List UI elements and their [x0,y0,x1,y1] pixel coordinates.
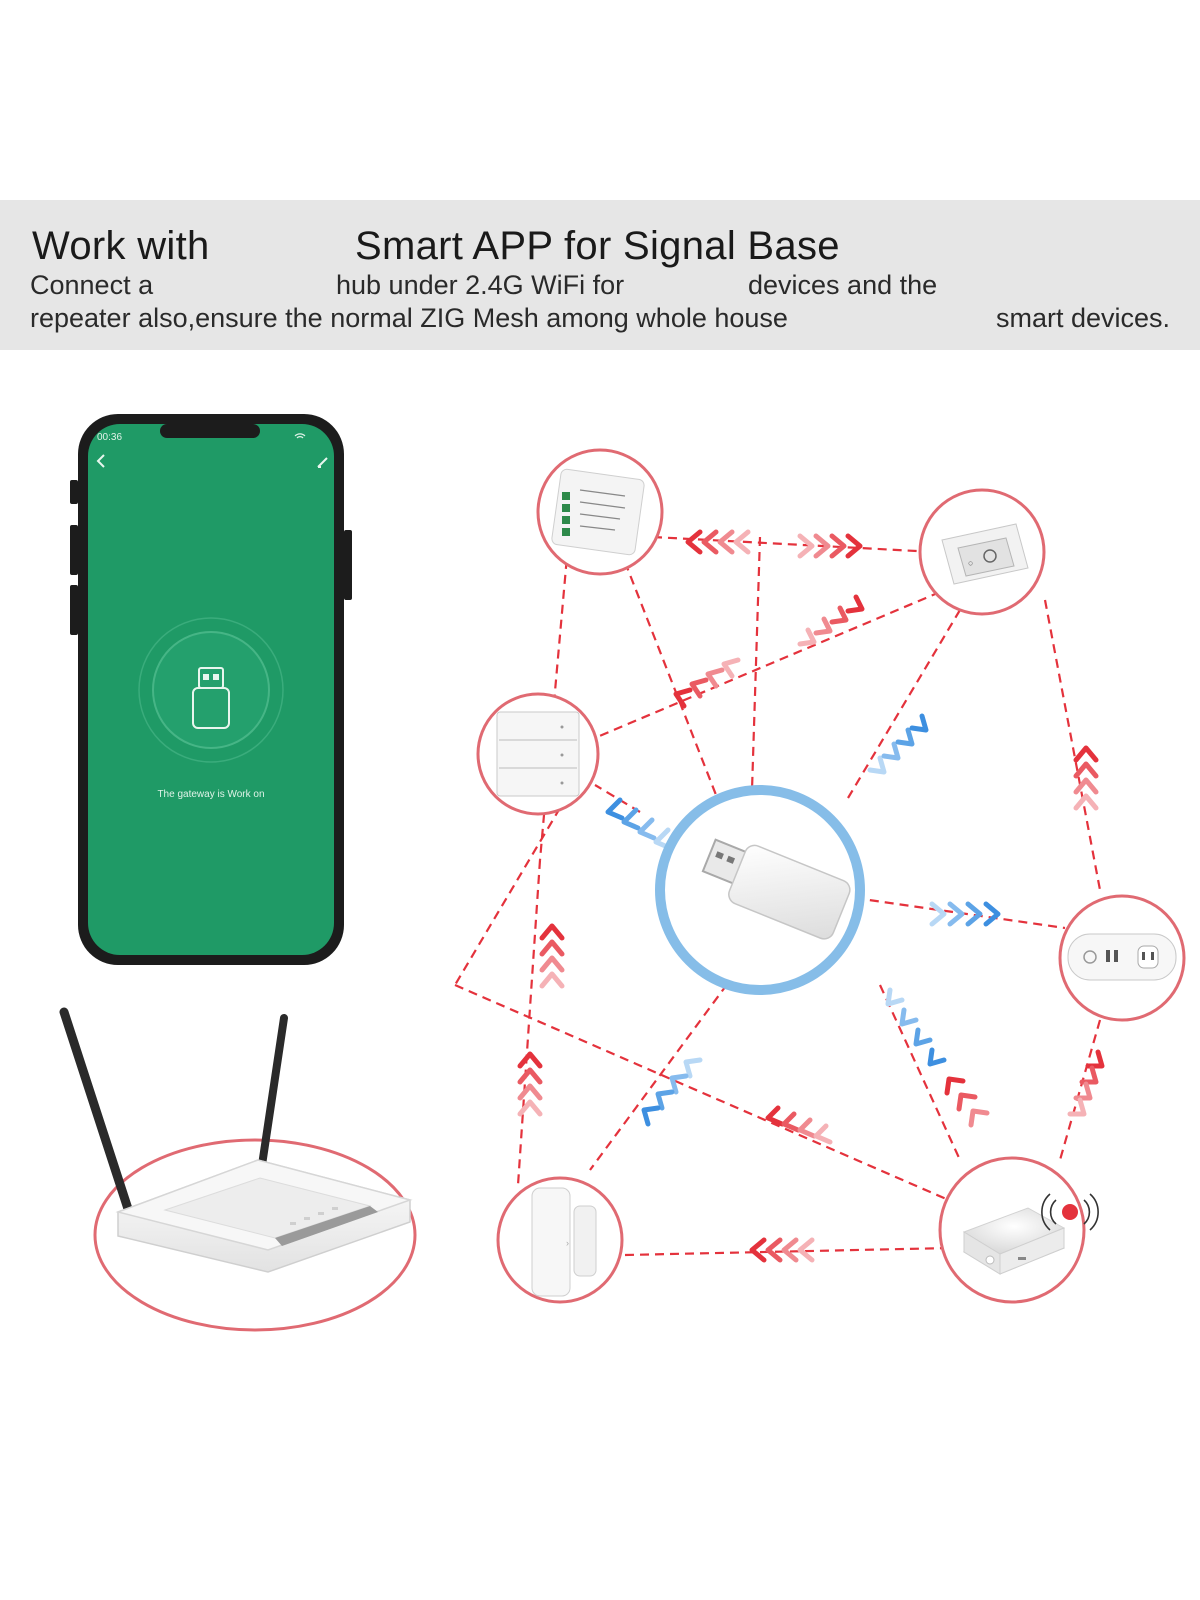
info-banner [0,200,1200,350]
signal-waves-icon [1041,1193,1099,1231]
arrow-blue-left [605,797,673,851]
banner-title-part2: Smart APP for Signal Base [355,224,840,268]
smart-plug-device [1058,894,1186,1022]
door-sensor-device: › [496,1176,624,1304]
arrow-vertical-right-upper [1073,745,1099,811]
banner-title-part1: Work with [32,224,210,268]
arrow-diag-up-right [797,594,865,647]
usb-dongle-device [655,785,865,995]
arrow-hub-up-left [944,1076,990,1128]
arrow-top-right [797,533,863,559]
wifi-icon [294,433,306,439]
pencil-icon[interactable] [317,457,328,468]
smartphone: 00:36 The gateway is Work on [70,414,352,965]
arrow-vertical-left-upper [539,923,565,989]
pulse-ring-inner [152,631,270,749]
phone-time: 00:36 [97,432,122,443]
banner-desc-line2-a: repeater also,ensure the normal ZIG Mesh… [30,303,788,333]
status-led [1062,1204,1078,1220]
banner-desc-line1-c: devices and the [748,270,938,300]
usb-dongle-icon [192,667,230,729]
phone-notch [160,424,260,438]
arrow-vertical-left-lower [517,1051,543,1117]
gateway-status-text: The gateway is Work on [157,789,264,800]
relay-module-device [536,448,664,576]
arrow-top-left [685,529,751,555]
arrow-diag-down-left [673,657,741,709]
svg-text:○: ○ [968,558,973,568]
wifi-router [59,1007,417,1332]
arrow-bottom-left [749,1237,815,1263]
banner-desc-line1-b: hub under 2.4G WiFi for [336,270,625,300]
svg-text:›: › [566,1238,569,1248]
arrow-middle-left [765,1105,833,1145]
arrow-blue-down-right [885,987,947,1067]
pulse-ring-outer [138,617,284,763]
zigbee-hub-device [938,1156,1099,1304]
thermostat-device: ○ [918,488,1046,616]
arrow-blue-right [929,901,1001,927]
arrow-vertical-right-lower [1067,1049,1105,1117]
banner-desc-line2-b: smart devices. [996,303,1171,333]
chevron-left-icon[interactable] [96,454,105,468]
arrow-blue-down-left [641,1057,703,1127]
banner-desc-line1-a: Connect a [30,270,154,300]
router-circle [93,1138,417,1332]
wall-switch-device [476,692,600,816]
arrow-blue-up-right [867,713,929,775]
